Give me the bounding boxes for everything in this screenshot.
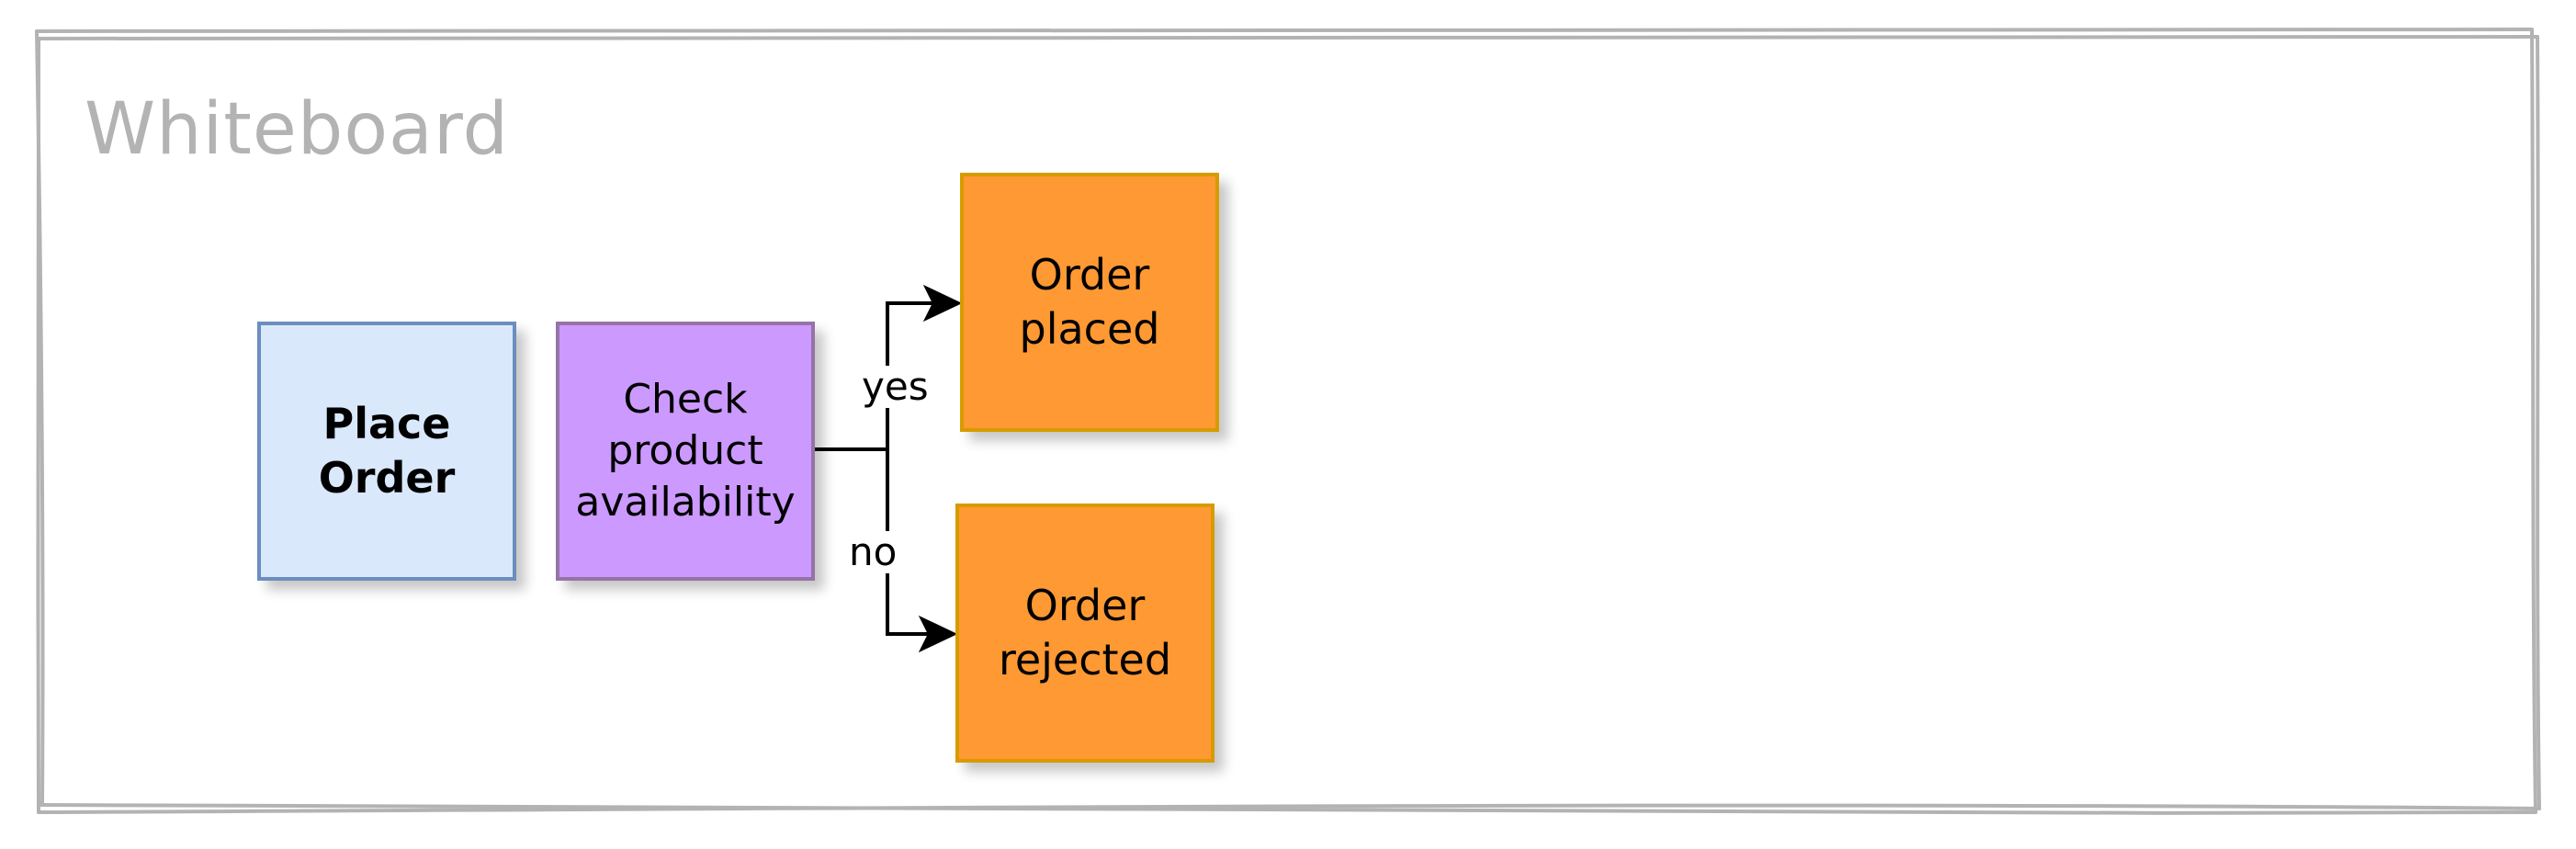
edge-yes-arrowhead: [922, 284, 963, 323]
edge-label-yes: yes: [858, 365, 932, 409]
whiteboard-frame: [35, 28, 2541, 815]
node-place-order[interactable]: Place Order: [257, 322, 516, 581]
edge-no-arrowhead: [918, 615, 958, 653]
node-order-placed[interactable]: Order placed: [960, 173, 1219, 432]
node-check-product-availability-label: Check product availability: [575, 375, 796, 526]
node-order-rejected[interactable]: Order rejected: [955, 504, 1215, 763]
whiteboard-title: Whiteboard: [85, 88, 510, 171]
node-place-order-label: Place Order: [318, 399, 456, 503]
node-order-rejected-label: Order rejected: [998, 581, 1172, 685]
node-check-product-availability[interactable]: Check product availability: [556, 322, 815, 581]
node-order-placed-label: Order placed: [1019, 250, 1160, 354]
edge-label-no: no: [845, 530, 901, 574]
